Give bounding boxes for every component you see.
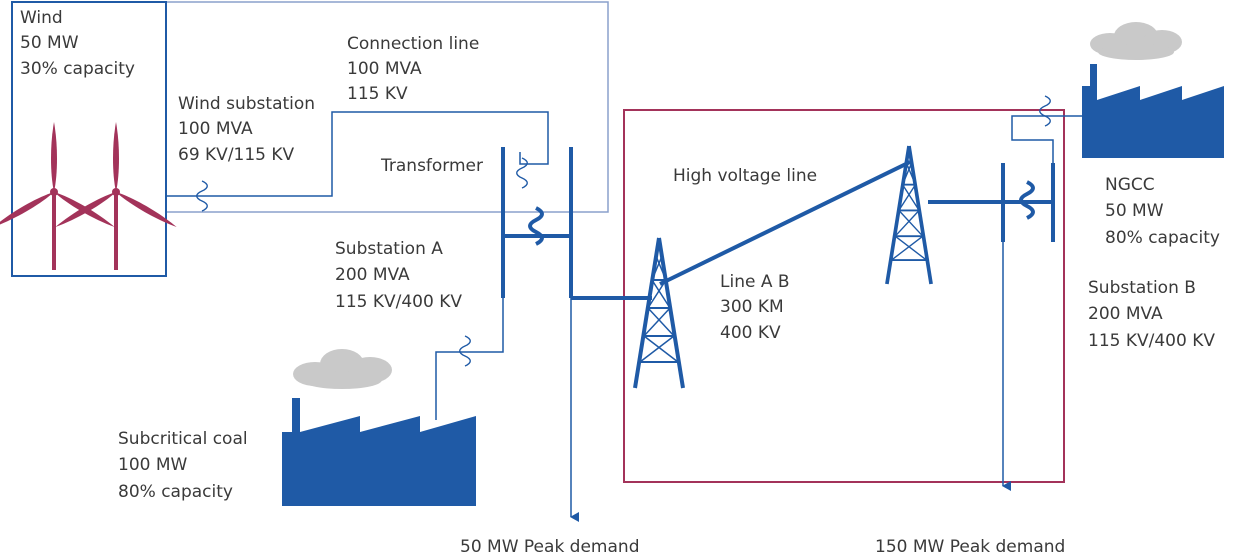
line-ab-length: 300 KM xyxy=(720,297,784,317)
connection-line-label: Connection line 100 MVA 115 KV xyxy=(347,34,479,104)
substation-b-label: Substation B 200 MVA 115 KV/400 KV xyxy=(1088,278,1215,351)
transformer-icon xyxy=(501,147,652,300)
transmission-tower-icon xyxy=(633,236,685,390)
demand-a-label: 50 MW Peak demand xyxy=(460,537,639,556)
substation-b-rating: 200 MVA xyxy=(1088,304,1163,324)
demand-b-label: 150 MW Peak demand xyxy=(875,537,1065,556)
connection-line-voltage: 115 KV xyxy=(347,84,408,104)
wind-substation-label: Wind substation 100 MVA 69 KV/115 KV xyxy=(178,94,315,165)
line-ab-title: Line A B xyxy=(720,272,790,292)
ngcc-capacity: 50 MW xyxy=(1105,201,1164,221)
coal-title: Subcritical coal xyxy=(118,429,248,449)
line-ab-label: Line A B 300 KM 400 KV xyxy=(720,272,790,343)
wind-substation-voltage: 69 KV/115 KV xyxy=(178,145,295,165)
ngcc-capacity-factor: 80% capacity xyxy=(1105,228,1220,248)
connection-line-title: Connection line xyxy=(347,34,479,54)
transformer-label: Transformer xyxy=(380,156,483,176)
cloud-icon xyxy=(293,349,392,389)
wind-capacity-factor: 30% capacity xyxy=(20,59,135,79)
coal-plant-icon xyxy=(282,398,476,506)
transmission-tower-icon xyxy=(885,144,933,286)
substation-a-label: Substation A 200 MVA 115 KV/400 KV xyxy=(335,239,462,312)
wind-substation-rating: 100 MVA xyxy=(178,119,253,139)
high-voltage-line-wire xyxy=(659,160,1003,286)
ngcc-title: NGCC xyxy=(1105,175,1155,195)
coal-capacity-factor: 80% capacity xyxy=(118,482,233,502)
substation-a-title: Substation A xyxy=(335,239,443,259)
cloud-icon xyxy=(1090,22,1182,60)
ngcc-label: NGCC 50 MW 80% capacity xyxy=(1105,175,1220,248)
substation-a-rating: 200 MVA xyxy=(335,265,410,285)
substation-b-transformer-icon xyxy=(1001,163,1055,242)
coal-capacity: 100 MW xyxy=(118,455,188,475)
coal-label: Subcritical coal 100 MW 80% capacity xyxy=(118,429,248,502)
substation-a-voltage: 115 KV/400 KV xyxy=(335,292,462,312)
coal-feeder-coil-icon xyxy=(459,335,471,367)
wind-title: Wind xyxy=(20,8,63,28)
substation-b-voltage: 115 KV/400 KV xyxy=(1088,331,1215,351)
ngcc-feeder-wire xyxy=(1011,115,1082,163)
high-voltage-line-label: High voltage line xyxy=(673,166,817,186)
ngcc-plant-icon xyxy=(1082,64,1224,158)
connection-line-rating: 100 MVA xyxy=(347,59,422,79)
connection-line-wire xyxy=(166,111,549,197)
wind-box xyxy=(11,1,167,277)
wind-substation-title: Wind substation xyxy=(178,94,315,114)
wind-capacity: 50 MW xyxy=(20,33,79,53)
line-ab-voltage: 400 KV xyxy=(720,323,781,343)
wind-turbine-icon xyxy=(0,122,179,270)
coal-feeder-wire xyxy=(435,298,504,420)
substation-b-title: Substation B xyxy=(1088,278,1196,298)
wind-label: Wind 50 MW 30% capacity xyxy=(20,8,135,79)
transformer-coil-icon xyxy=(528,206,544,246)
transformer-small-coil-icon xyxy=(516,157,528,189)
